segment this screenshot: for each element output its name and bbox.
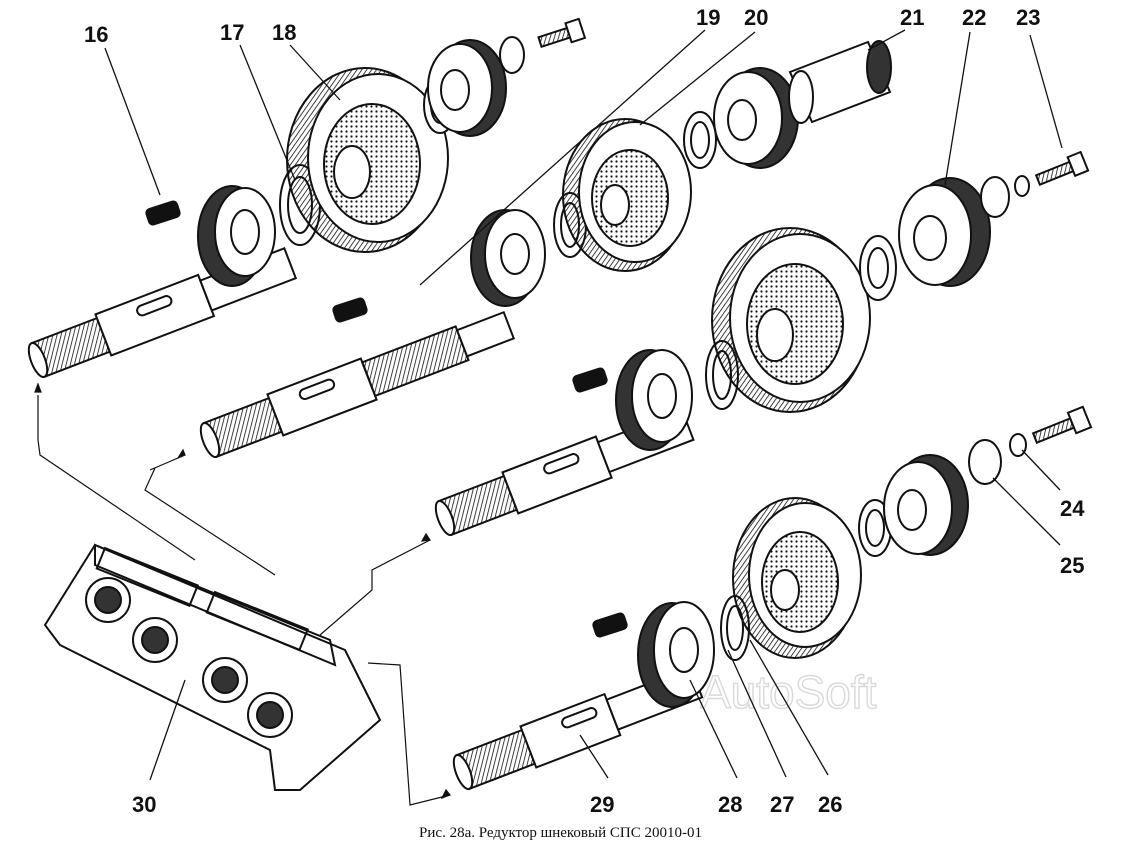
leader-lines xyxy=(104,29,1063,781)
lock-washer-3 xyxy=(1014,175,1030,197)
callout-26: 26 xyxy=(818,792,842,817)
ring-2b xyxy=(683,111,717,169)
bearing-3a xyxy=(615,349,693,451)
callout-20: 20 xyxy=(744,5,768,30)
watermark-text: AutoSoft xyxy=(700,666,877,718)
callout-28: 28 xyxy=(718,792,742,817)
assembly-arrows xyxy=(34,382,451,806)
bearing-1b xyxy=(427,39,507,137)
shaft-assembly-4 xyxy=(452,405,1093,791)
bearing-4b xyxy=(883,454,969,556)
sleeve-21 xyxy=(788,40,892,124)
lock-washer-24 xyxy=(1009,433,1027,457)
washer-3 xyxy=(980,176,1010,218)
callout-17: 17 xyxy=(220,20,244,45)
gearbox-housing-30 xyxy=(43,543,382,791)
shaft-assembly-1 xyxy=(27,17,587,379)
key-3 xyxy=(572,367,608,393)
key-2 xyxy=(332,297,368,323)
shaft-assembly-3 xyxy=(434,150,1090,537)
ring-3b xyxy=(859,235,897,301)
callout-30: 30 xyxy=(132,792,156,817)
figure-caption: Рис. 28а. Редуктор шнековый СПС 20010-01 xyxy=(419,825,702,841)
washer-1 xyxy=(499,36,525,74)
gear-20 xyxy=(562,118,692,272)
ring-4b xyxy=(858,499,892,557)
key-16 xyxy=(145,200,181,226)
callout-22: 22 xyxy=(962,5,986,30)
gear-3 xyxy=(711,227,871,413)
bearing-2a xyxy=(470,209,546,307)
callout-18: 18 xyxy=(272,20,296,45)
key-4 xyxy=(592,612,628,638)
splined-shaft-1 xyxy=(27,247,298,379)
callout-21: 21 xyxy=(900,5,924,30)
gear-18 xyxy=(286,67,449,253)
callout-24: 24 xyxy=(1060,496,1085,521)
bearing-28 xyxy=(637,601,715,708)
bearing-2b xyxy=(713,67,799,169)
gear-26 xyxy=(732,497,862,659)
callout-16: 16 xyxy=(84,22,108,47)
splined-shaft-2 xyxy=(199,310,516,459)
bearing-22 xyxy=(898,177,991,287)
callout-27: 27 xyxy=(770,792,794,817)
bolt-4 xyxy=(1031,405,1093,444)
callout-19: 19 xyxy=(696,5,720,30)
callout-23: 23 xyxy=(1016,5,1040,30)
bolt-1 xyxy=(537,17,587,49)
callout-labels: 16 17 18 19 20 21 22 23 24 25 26 27 28 2… xyxy=(84,5,1085,817)
bearing-1a xyxy=(197,185,276,287)
callout-29: 29 xyxy=(590,792,614,817)
washer-25 xyxy=(968,439,1002,485)
callout-25: 25 xyxy=(1060,553,1084,578)
bolt-23 xyxy=(1034,150,1090,186)
shaft-assembly-2 xyxy=(199,40,892,459)
